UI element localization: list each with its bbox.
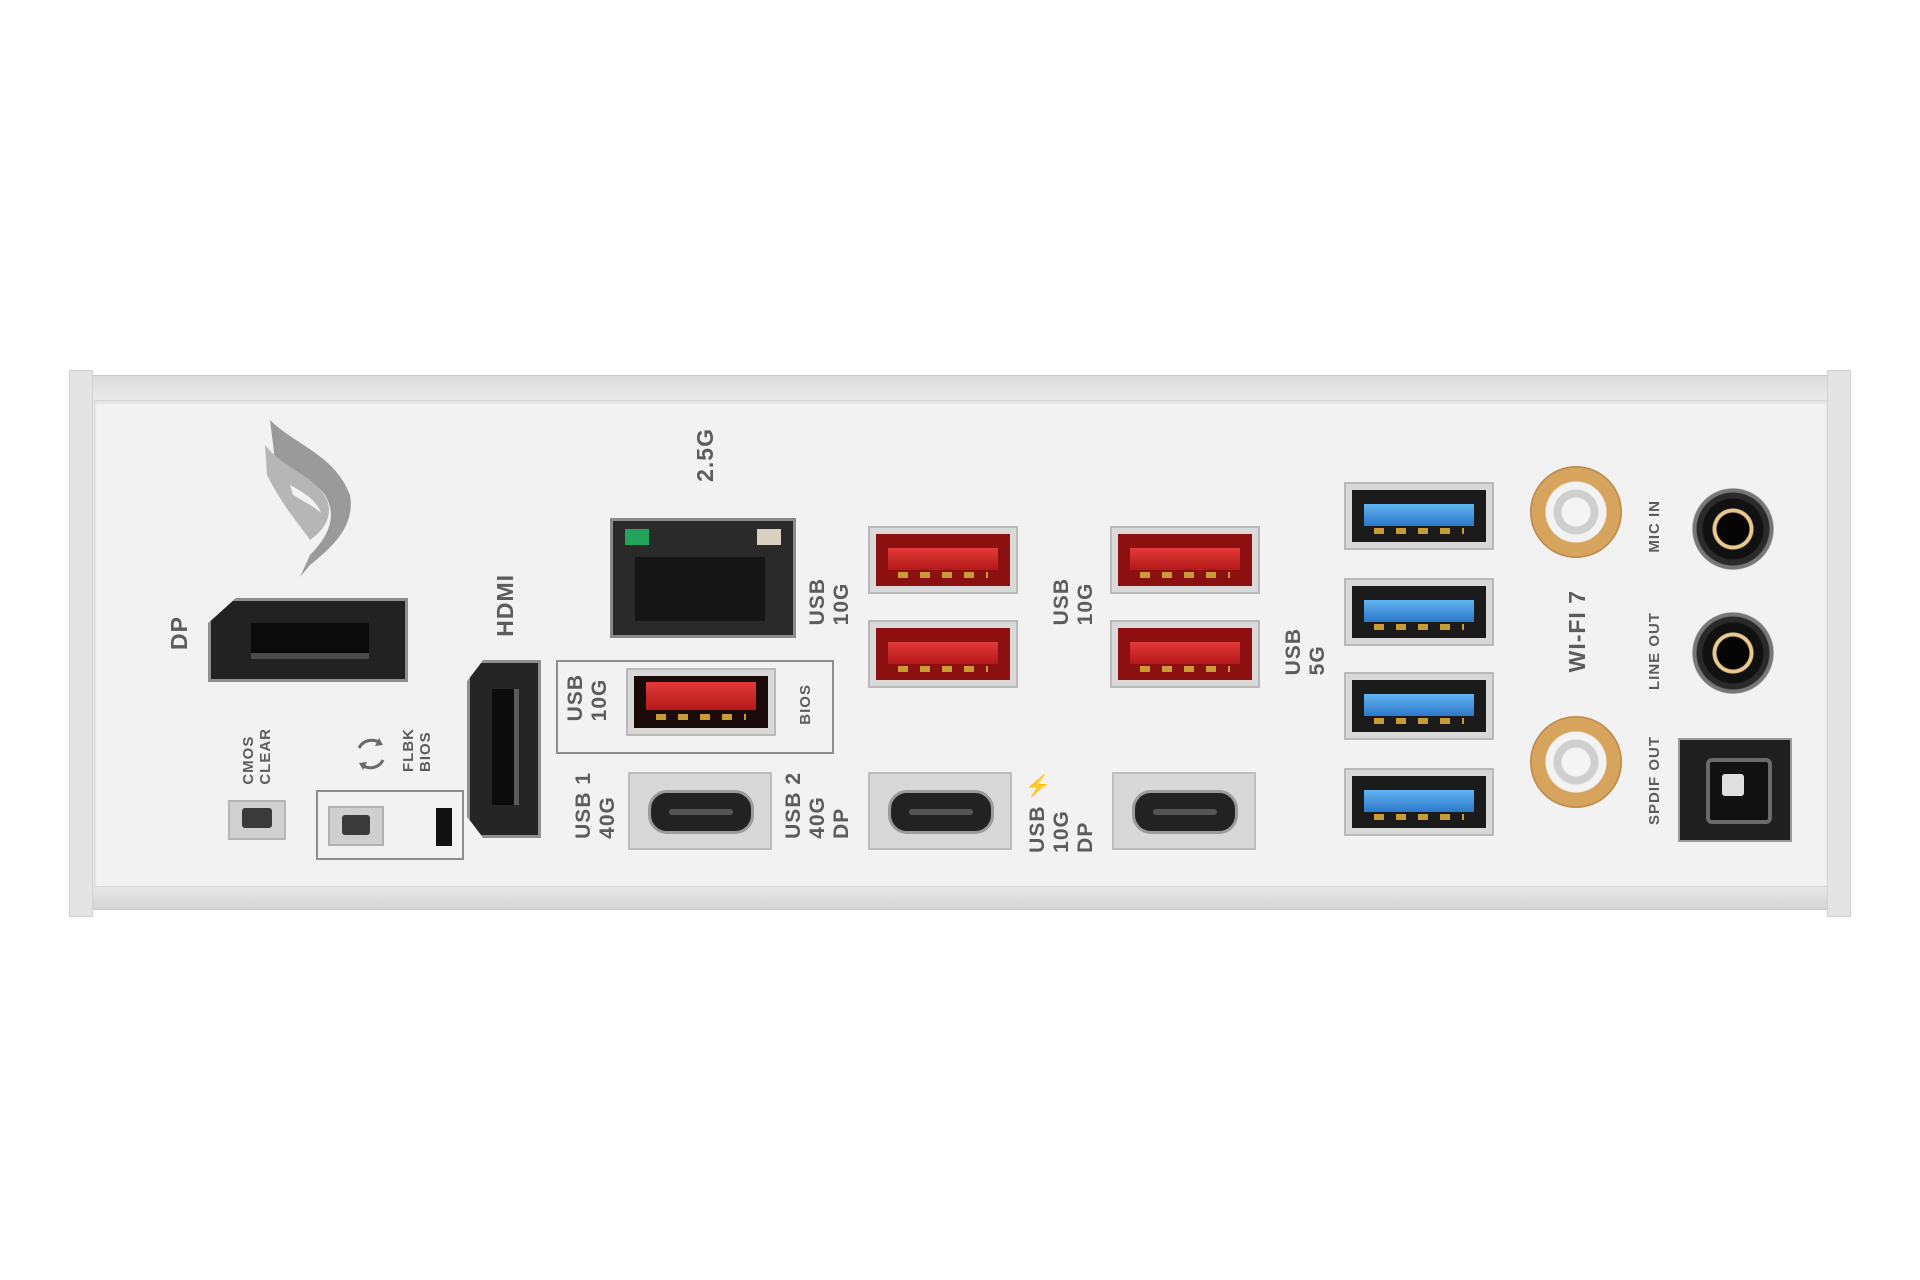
rog-eye-logo-icon [265, 420, 351, 577]
usb-c-port-1[interactable] [628, 772, 772, 850]
usb-a-blue-port-1[interactable] [1344, 482, 1494, 550]
hdmi-label: HDMI [492, 574, 518, 637]
wifi-antenna-connector-1[interactable] [1530, 466, 1622, 558]
usb-c-port-2[interactable] [868, 772, 1012, 850]
displayport-slot [251, 623, 369, 659]
lan-speed-label: 2.5G [692, 428, 718, 482]
usb-a-blue-port-4[interactable] [1344, 768, 1494, 836]
line-out-jack[interactable] [1692, 612, 1774, 694]
mic-in-jack[interactable] [1692, 488, 1774, 570]
usb-a-bios-port[interactable] [626, 668, 776, 736]
usb-c-2-label: DP 40G USB 2 [782, 772, 853, 839]
circular-arrows-icon [357, 738, 385, 770]
dp-label: DP [166, 616, 192, 650]
usb-c-1-label: 40G USB 1 [572, 772, 619, 839]
plate-right-tab [1827, 370, 1851, 917]
bios-flashback-frame [316, 790, 464, 860]
wifi-antenna-connector-2[interactable] [1530, 716, 1622, 808]
mic-in-label: MIC IN [1646, 500, 1663, 553]
wifi-label: WI-FI 7 [1564, 590, 1590, 673]
usb-a-red-port-2[interactable] [868, 620, 1018, 688]
usb-a-blue-port-2[interactable] [1344, 578, 1494, 646]
usb-a-red-port-3[interactable] [1110, 526, 1260, 594]
lan-led-amber [757, 529, 781, 545]
usb-5g-label: 5G USB [1282, 628, 1329, 676]
hdmi-port[interactable] [467, 660, 541, 838]
bios-flashback-button[interactable] [328, 806, 384, 846]
bios-flashback-label: BIOS FLBK [400, 728, 434, 772]
clear-cmos-label: CLEAR CMOS [240, 728, 274, 785]
displayport-port[interactable] [208, 598, 408, 682]
hdmi-slot [492, 689, 519, 805]
usb-a-blue-port-3[interactable] [1344, 672, 1494, 740]
spdif-out-label: SPDIF OUT [1646, 736, 1663, 826]
spdif-out-port[interactable] [1678, 738, 1792, 842]
bios-label: BIOS [797, 684, 814, 725]
usb-a-red-port-1[interactable] [868, 526, 1018, 594]
usb-c-3-label: DP 10G USB ⚡ [1026, 772, 1097, 853]
lan-led-green [625, 529, 649, 545]
usb-a-red-port-4[interactable] [1110, 620, 1260, 688]
plate-left-tab [69, 370, 93, 917]
usb-c-port-3[interactable] [1112, 772, 1256, 850]
clear-cmos-button[interactable] [228, 800, 286, 840]
line-out-label: LINE OUT [1646, 612, 1663, 690]
bios-led [436, 808, 452, 846]
usb-red-group-2-label: 10G USB [1050, 578, 1097, 626]
bios-usb-speed-label: 10G USB [564, 674, 611, 722]
ethernet-port[interactable] [610, 518, 796, 638]
bios-usb-frame [556, 660, 834, 754]
usb-red-group-1-label: 10G USB [806, 578, 853, 626]
